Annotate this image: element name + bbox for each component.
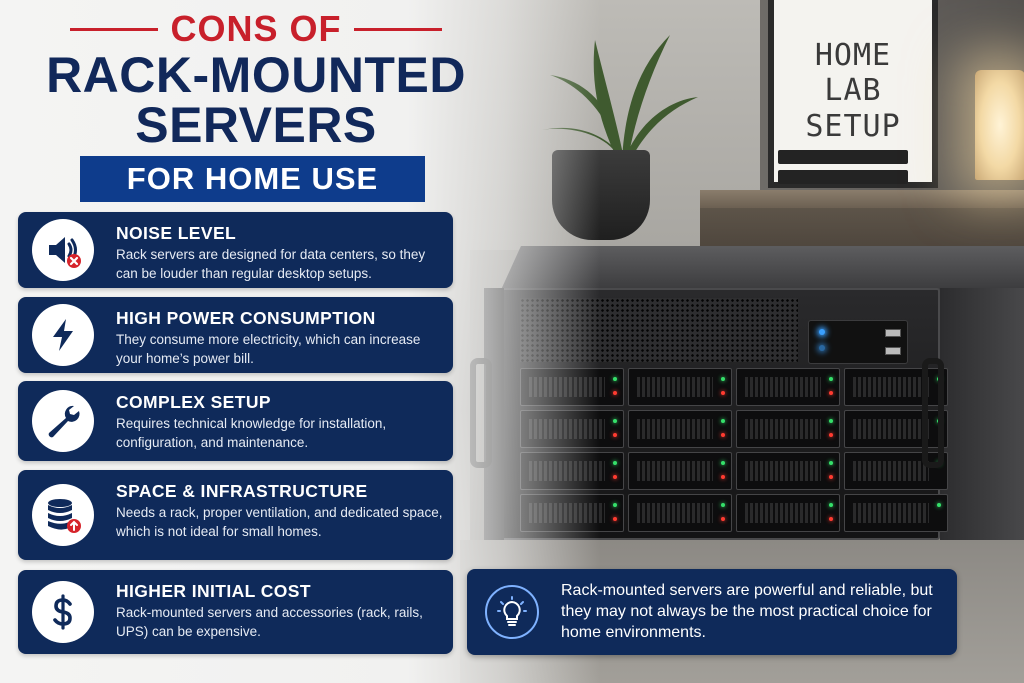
lightbulb-icon [485, 585, 539, 639]
usb-port-icon [885, 347, 901, 355]
summary-text: Rack-mounted servers are powerful and re… [561, 582, 933, 641]
con-description: Rack-mounted servers and accessories (ra… [116, 605, 423, 639]
con-card-setup: COMPLEX SETUP Requires technical knowled… [18, 381, 453, 461]
con-card-power: HIGH POWER CONSUMPTION They consume more… [18, 297, 453, 373]
shelf-device [778, 150, 908, 164]
poster-line: HOME [814, 37, 892, 73]
shelf-device [778, 170, 908, 184]
page-title-line2: SERVERS [135, 97, 377, 153]
database-upload-icon [32, 484, 94, 546]
drive-bay [736, 494, 840, 532]
kicker-row: CONS OF [16, 8, 496, 50]
drive-bay [736, 368, 840, 406]
dollar-icon [32, 581, 94, 643]
power-led-icon [819, 329, 825, 335]
drive-bay [628, 494, 732, 532]
drive-bay [736, 410, 840, 448]
server-side [940, 288, 1024, 540]
status-led-icon [819, 345, 825, 351]
drive-bay [628, 452, 732, 490]
con-title: SPACE & INFRASTRUCTURE [116, 481, 368, 501]
server-handle-right [922, 358, 944, 468]
con-description: Needs a rack, proper ventilation, and de… [116, 505, 443, 539]
con-description: They consume more electricity, which can… [116, 332, 421, 366]
shelf-top [700, 190, 1024, 208]
drive-bay [844, 410, 948, 448]
header: CONS OF RACK-MOUNTED SERVERS [16, 8, 496, 150]
control-panel [808, 320, 908, 364]
kicker-rule-left [70, 27, 159, 31]
con-card-space: SPACE & INFRASTRUCTURE Needs a rack, pro… [18, 470, 453, 560]
poster-line: LAB [824, 73, 882, 109]
subtitle-banner: FOR HOME USE [80, 156, 425, 202]
speaker-mute-icon [32, 219, 94, 281]
drive-bay [628, 410, 732, 448]
table-lamp [975, 70, 1024, 180]
page-title-line1: RACK-MOUNTED [46, 47, 466, 103]
lightning-bolt-icon [32, 304, 94, 366]
summary-tip-box: Rack-mounted servers are powerful and re… [467, 569, 957, 655]
con-title: NOISE LEVEL [116, 223, 237, 243]
drive-bay [844, 494, 948, 532]
con-card-cost: HIGHER INITIAL COST Rack-mounted servers… [18, 570, 453, 654]
poster-line: SETUP [805, 108, 901, 144]
kicker-text: CONS OF [170, 8, 342, 49]
kicker-rule-right [353, 27, 442, 31]
con-card-noise: NOISE LEVEL Rack servers are designed fo… [18, 212, 453, 288]
drive-bay [736, 452, 840, 490]
usb-port-icon [885, 329, 901, 337]
wrench-icon [32, 390, 94, 452]
con-description: Rack servers are designed for data cente… [116, 247, 426, 281]
con-title: HIGHER INITIAL COST [116, 581, 311, 601]
drive-bay [844, 368, 948, 406]
con-title: HIGH POWER CONSUMPTION [116, 308, 376, 328]
drive-bay [628, 368, 732, 406]
con-description: Requires technical knowledge for install… [116, 416, 387, 450]
con-title: COMPLEX SETUP [116, 392, 271, 412]
drive-bay [844, 452, 948, 490]
